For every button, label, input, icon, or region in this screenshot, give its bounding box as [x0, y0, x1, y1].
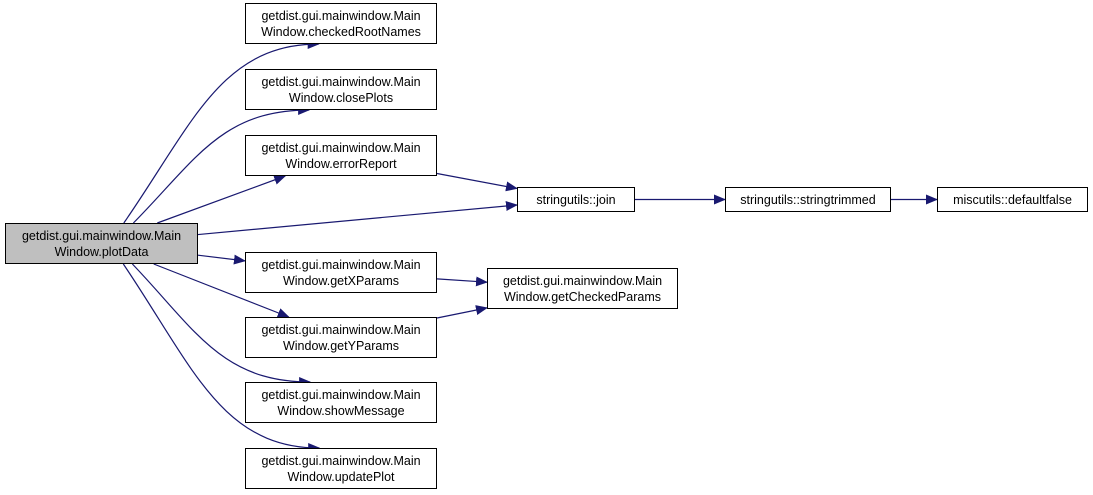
node-getxparams-line2: Window.getXParams: [282, 273, 400, 288]
node-getcheckedparams[interactable]: getdist.gui.mainwindow.Main Window.getCh…: [487, 268, 678, 309]
edge-plotdata-to-errorreport: [157, 175, 287, 224]
node-checkedrootnames[interactable]: getdist.gui.mainwindow.Main Window.check…: [245, 3, 437, 44]
node-closeplots-line2: Window.closePlots: [288, 90, 394, 105]
node-stringtrimmed-label: stringutils::stringtrimmed: [740, 192, 876, 207]
node-plotdata-line2: Window.plotData: [54, 244, 149, 259]
node-checkedrootnames-line1: getdist.gui.mainwindow.Main: [261, 8, 421, 23]
edge-plotdata-to-join: [197, 201, 518, 236]
node-errorreport[interactable]: getdist.gui.mainwindow.Main Window.error…: [245, 135, 437, 176]
node-showmessage-line2: Window.showMessage: [277, 403, 405, 418]
node-defaultfalse[interactable]: miscutils::defaultfalse: [937, 187, 1088, 212]
node-errorreport-line2: Window.errorReport: [285, 156, 397, 171]
node-showmessage[interactable]: getdist.gui.mainwindow.Main Window.showM…: [245, 382, 437, 423]
edge-plotdata-to-showmessage: [131, 263, 312, 387]
node-stringtrimmed[interactable]: stringutils::stringtrimmed: [725, 187, 891, 212]
node-defaultfalse-label: miscutils::defaultfalse: [953, 192, 1072, 207]
edge-getxparams-to-getcheckedparams: [436, 276, 488, 287]
node-join[interactable]: stringutils::join: [517, 187, 635, 212]
node-plotdata: getdist.gui.mainwindow.Main Window.plotD…: [5, 223, 198, 264]
edge-plotdata-to-getxparams: [197, 254, 246, 265]
node-updateplot-line2: Window.updatePlot: [287, 469, 395, 484]
edge-getyparams-to-getcheckedparams: [436, 305, 488, 319]
node-getcheckedparams-line2: Window.getCheckedParams: [503, 289, 662, 304]
node-closeplots[interactable]: getdist.gui.mainwindow.Main Window.close…: [245, 69, 437, 110]
node-getxparams[interactable]: getdist.gui.mainwindow.Main Window.getXP…: [245, 252, 437, 293]
node-getxparams-line1: getdist.gui.mainwindow.Main: [261, 257, 421, 272]
edge-errorreport-to-join: [436, 172, 518, 192]
node-checkedrootnames-line2: Window.checkedRootNames: [261, 24, 421, 39]
node-plotdata-line1: getdist.gui.mainwindow.Main: [21, 228, 182, 243]
edge-plotdata-to-updateplot: [122, 263, 321, 453]
node-updateplot[interactable]: getdist.gui.mainwindow.Main Window.updat…: [245, 448, 437, 489]
node-closeplots-line1: getdist.gui.mainwindow.Main: [261, 74, 421, 89]
edge-plotdata-to-closeplots: [132, 105, 311, 224]
node-errorreport-line1: getdist.gui.mainwindow.Main: [261, 140, 421, 155]
edge-plotdata-to-checkedrootnames: [123, 39, 320, 224]
node-getcheckedparams-line1: getdist.gui.mainwindow.Main: [502, 273, 663, 288]
node-showmessage-line1: getdist.gui.mainwindow.Main: [261, 387, 421, 402]
node-getyparams-line2: Window.getYParams: [282, 338, 400, 353]
node-updateplot-line1: getdist.gui.mainwindow.Main: [261, 453, 421, 468]
node-join-label: stringutils::join: [536, 192, 616, 207]
edge-plotdata-to-getyparams: [153, 263, 290, 318]
node-getyparams-line1: getdist.gui.mainwindow.Main: [261, 322, 421, 337]
node-getyparams[interactable]: getdist.gui.mainwindow.Main Window.getYP…: [245, 317, 437, 358]
